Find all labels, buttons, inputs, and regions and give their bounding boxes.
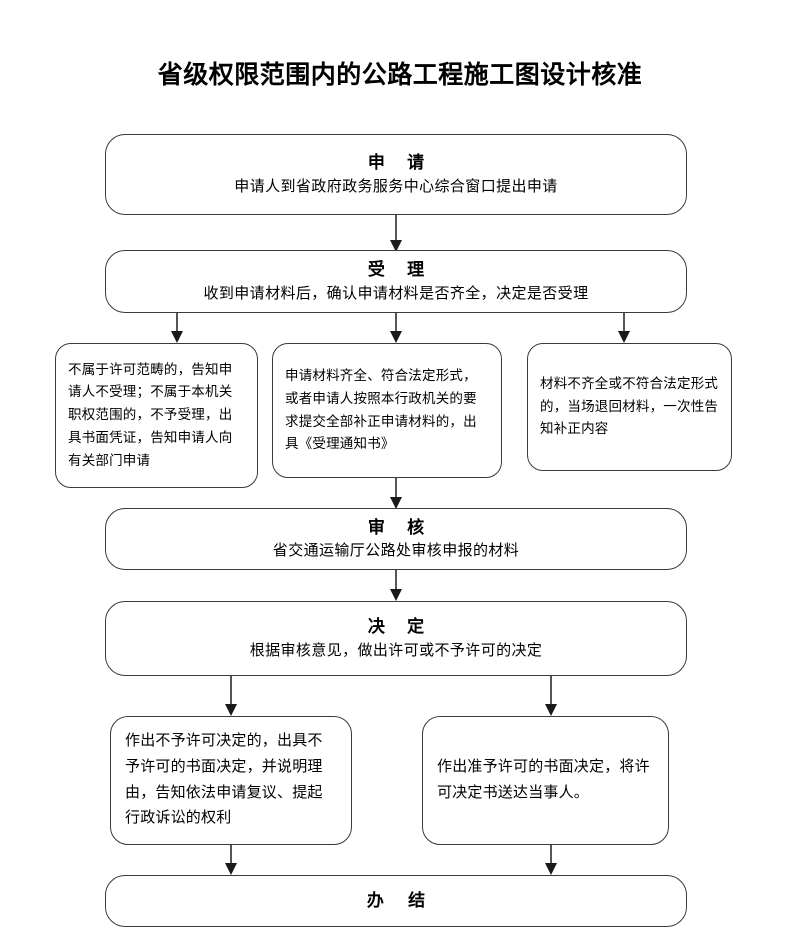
node-accept[interactable]: 受 理 收到申请材料后，确认申请材料是否齐全，决定是否受理: [105, 250, 687, 313]
node-review-body: 省交通运输厅公路处审核申报的材料: [272, 543, 520, 560]
node-branch-complete[interactable]: 申请材料齐全、符合法定形式，或者申请人按照本行政机关的要求提交全部补正申请材料的…: [272, 343, 502, 478]
connector-apply-to-accept: [390, 215, 402, 252]
node-review[interactable]: 审 核 省交通运输厅公路处审核申报的材料: [105, 508, 687, 570]
node-review-heading: 审 核: [367, 517, 434, 537]
node-decision-granted[interactable]: 作出准予许可的书面决定，将许可决定书送达当事人。: [422, 716, 669, 845]
node-accept-heading: 受 理: [367, 260, 434, 280]
node-decision-denied-body: 作出不予许可决定的，出具不予许可的书面决定，并说明理由，告知依法申请复议、提起行…: [125, 732, 323, 827]
page-title: 省级权限范围内的公路工程施工图设计核准: [157, 61, 643, 89]
node-finish[interactable]: 办 结: [105, 875, 687, 927]
node-branch-incomplete-body: 材料不齐全或不符合法定形式的，当场退回材料，一次性告知补正内容: [540, 375, 719, 437]
node-decision-denied[interactable]: 作出不予许可决定的，出具不予许可的书面决定，并说明理由，告知依法申请复议、提起行…: [110, 716, 352, 845]
connector-accept-to-branch-right: [618, 313, 630, 343]
node-finish-heading: 办 结: [366, 891, 436, 911]
node-apply-heading: 申 请: [367, 153, 434, 173]
connector-review-to-decide: [390, 570, 402, 601]
node-decide-heading: 决 定: [367, 617, 434, 637]
connector-decide-to-denied: [225, 676, 237, 716]
node-apply-body: 申请人到省政府政务服务中心综合窗口提出申请: [234, 178, 558, 195]
node-accept-body: 收到申请材料后，确认申请材料是否齐全，决定是否受理: [203, 285, 589, 302]
node-decide-body: 根据审核意见，做出许可或不予许可的决定: [249, 642, 543, 659]
connector-accept-to-branch-middle: [390, 313, 402, 343]
connector-denied-to-finish: [225, 845, 237, 875]
node-branch-not-in-scope[interactable]: 不属于许可范畴的，告知申请人不受理；不属于本机关职权范围的，不予受理，出具书面凭…: [55, 343, 258, 488]
connector-decide-to-granted: [545, 676, 557, 716]
connector-accept-to-branch-left: [171, 313, 183, 343]
node-apply[interactable]: 申 请 申请人到省政府政务服务中心综合窗口提出申请: [105, 134, 687, 215]
node-branch-complete-body: 申请材料齐全、符合法定形式，或者申请人按照本行政机关的要求提交全部补正申请材料的…: [285, 368, 477, 452]
node-decision-granted-body: 作出准予许可的书面决定，将许可决定书送达当事人。: [437, 758, 650, 801]
connector-branch-to-review: [390, 478, 402, 509]
node-decide[interactable]: 决 定 根据审核意见，做出许可或不予许可的决定: [105, 601, 687, 676]
connector-granted-to-finish: [545, 845, 557, 875]
node-branch-incomplete[interactable]: 材料不齐全或不符合法定形式的，当场退回材料，一次性告知补正内容: [527, 343, 732, 471]
node-branch-not-in-scope-body: 不属于许可范畴的，告知申请人不受理；不属于本机关职权范围的，不予受理，出具书面凭…: [68, 361, 233, 468]
